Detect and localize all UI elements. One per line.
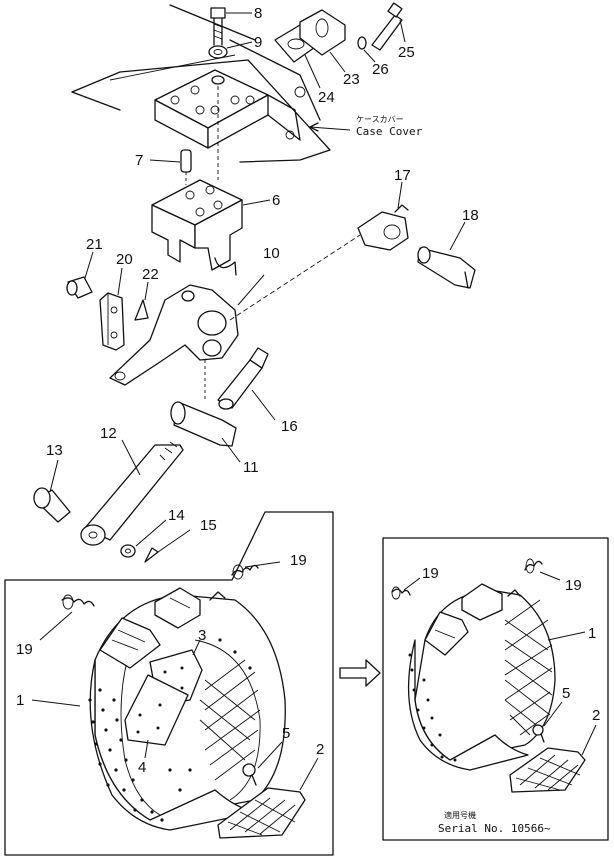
pin-13 [33, 459, 71, 523]
clevis-17 [357, 181, 409, 251]
lining-hatch-left [199, 659, 261, 781]
washer-9 [208, 41, 253, 180]
callout-12: 12 [100, 425, 117, 442]
callout-8: 8 [254, 5, 262, 22]
callout-17: 17 [394, 167, 411, 184]
callout-19-left-top: 19 [290, 552, 307, 569]
callout-3: 3 [198, 627, 206, 644]
cotter-22 [134, 281, 149, 321]
pin-16 [217, 347, 276, 421]
shoe-2-left [217, 757, 319, 839]
callout-2-left: 2 [316, 741, 324, 758]
case-cover-label-jp: ケースカバー [356, 115, 404, 124]
washer-26 [357, 36, 376, 63]
serial-label-jp: 適用号機 [444, 810, 476, 820]
callout-18: 18 [462, 207, 479, 224]
cotter-15 [144, 529, 191, 563]
cover-block [154, 69, 306, 149]
pin-21 [66, 251, 94, 299]
callout-19-left: 19 [16, 641, 33, 658]
washer-14 [120, 519, 167, 558]
flange-23 [299, 9, 346, 73]
case-cover-label: Case Cover [356, 125, 423, 138]
lever-10 [109, 234, 361, 400]
callout-13: 13 [46, 442, 63, 459]
callout-19-right-right: 19 [565, 577, 582, 594]
lining-4 [124, 674, 189, 759]
callout-11: 11 [243, 459, 259, 476]
band-1-right-leader [547, 631, 586, 641]
callout-1-left: 1 [16, 692, 24, 709]
spring-19-right-b [524, 558, 561, 581]
rivet-holes-right [408, 653, 457, 762]
callout-25: 25 [398, 44, 415, 61]
bolt-25 [371, 2, 406, 51]
band-end-brackets-left [99, 587, 226, 669]
spring-19-left-b [231, 561, 281, 580]
callout-26: 26 [372, 61, 389, 78]
callout-2-right: 2 [592, 707, 600, 724]
callout-21: 21 [86, 236, 103, 253]
shoe-2-right [509, 724, 597, 793]
band-end-brackets-right [424, 583, 521, 656]
callout-5-left: 5 [282, 725, 290, 742]
case-cover-leader [309, 122, 351, 132]
spring-19-right-a [391, 577, 421, 600]
left-detail-frame [4, 511, 334, 856]
case-cover [71, 4, 331, 163]
transition-arrow-icon [339, 659, 381, 687]
callout-1-right: 1 [588, 625, 596, 642]
pin-7 [149, 149, 192, 185]
bolt-8 [210, 7, 252, 46]
lining-hatch-right [504, 599, 553, 736]
callout-10: 10 [263, 245, 280, 262]
callout-19-right-left: 19 [422, 565, 439, 582]
band-1-left-leader [31, 699, 81, 707]
callout-23: 23 [343, 71, 360, 88]
spring-19-left-a [39, 594, 95, 641]
pin-11 [170, 401, 241, 463]
rivet-holes-left [88, 638, 252, 822]
rod-12 [80, 439, 184, 546]
pin-5-left [242, 741, 283, 786]
pin-5-right [532, 701, 563, 743]
callout-4: 4 [138, 759, 146, 776]
callout-5-right: 5 [562, 685, 570, 702]
link-20 [99, 267, 125, 351]
bracket-6 [151, 179, 271, 276]
callout-9: 9 [254, 34, 262, 51]
callout-6: 6 [272, 192, 280, 209]
callout-15: 15 [200, 517, 217, 534]
callout-7: 7 [135, 152, 143, 169]
callout-16: 16 [281, 418, 298, 435]
right-detail-frame [382, 537, 609, 841]
callout-24: 24 [318, 89, 335, 106]
serial-number-label: Serial No. 10566~ [438, 822, 551, 835]
callout-20: 20 [116, 251, 133, 268]
callout-22: 22 [142, 266, 159, 283]
pin-18 [417, 221, 476, 289]
callout-14: 14 [168, 507, 185, 524]
